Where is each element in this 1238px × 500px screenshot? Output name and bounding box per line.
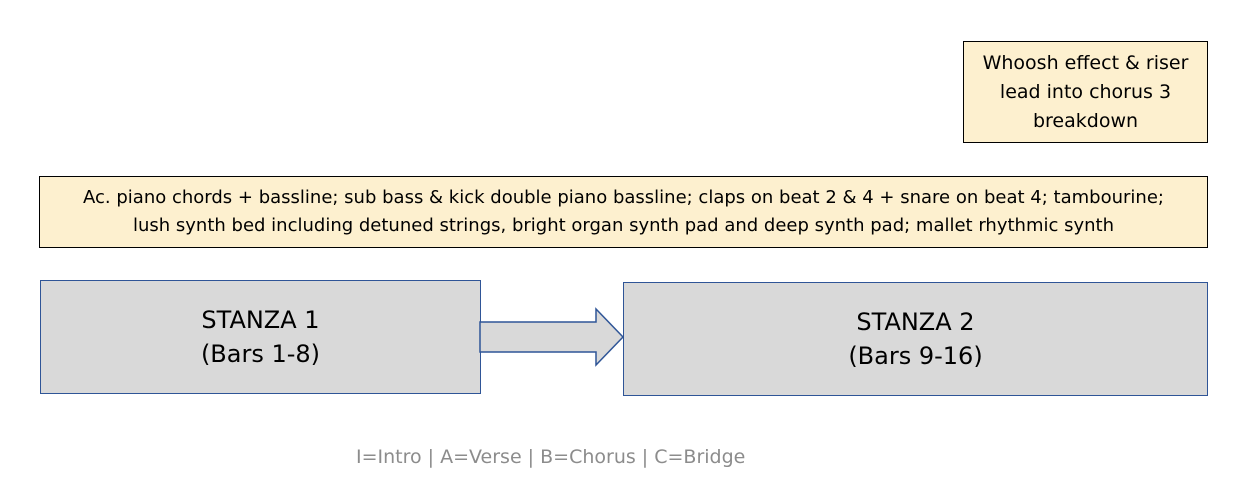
arrangement-note-box: Ac. piano chords + bassline; sub bass & … [39, 176, 1208, 248]
arrangement-note-line: Ac. piano chords + bassline; sub bass & … [83, 187, 1164, 208]
transition-note-box: Whoosh effect & riser lead into chorus 3… [963, 41, 1208, 143]
arrangement-note-line: lush synth bed including detuned strings… [132, 215, 1115, 236]
section-legend: I=Intro | A=Verse | B=Chorus | C=Bridge [356, 446, 746, 468]
transition-note-line: lead into chorus 3 [999, 80, 1172, 103]
stanza-2-bars: (Bars 9-16) [848, 342, 983, 370]
flow-arrow-shape [479, 307, 625, 367]
transition-note-line: Whoosh effect & riser [982, 51, 1189, 74]
arrangement-note-text: Ac. piano chords + bassline; sub bass & … [83, 184, 1164, 240]
transition-note-text: Whoosh effect & riser lead into chorus 3… [983, 49, 1189, 136]
stanza-1-title: STANZA 1 [201, 306, 320, 334]
stanza-1-box: STANZA 1 (Bars 1-8) [40, 280, 481, 394]
stanza-2-box: STANZA 2 (Bars 9-16) [623, 282, 1208, 396]
stanza-2-title: STANZA 2 [856, 308, 975, 336]
stanza-1-bars: (Bars 1-8) [200, 340, 321, 368]
transition-note-line: breakdown [1032, 109, 1139, 132]
